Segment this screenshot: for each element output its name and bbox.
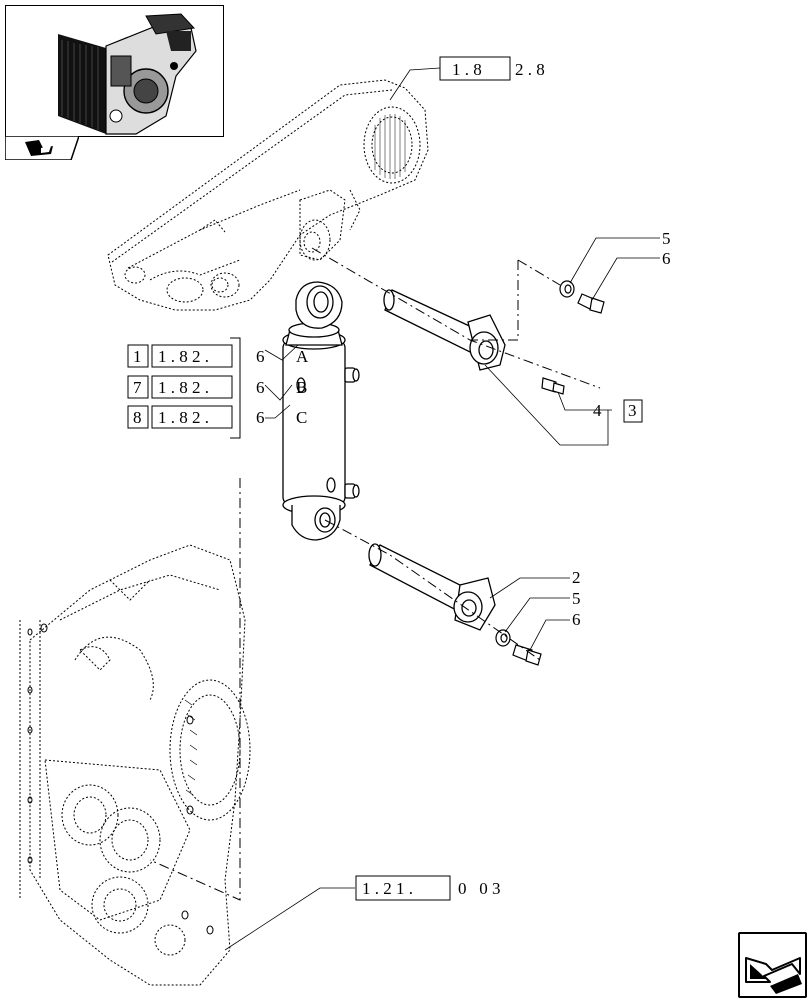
upper-washer [559, 280, 575, 298]
grease-fitting [541, 377, 565, 395]
thumbnail-tab[interactable] [4, 135, 81, 161]
variant-row-a[interactable]: 1 1 . 8 2 . 6 A [127, 344, 309, 368]
book-arrow-icon [4, 135, 81, 161]
bottom-ref-boxed: 1 . 2 1 . [362, 879, 413, 898]
variant-key: 8 [133, 408, 142, 427]
assembly-thumbnail [5, 5, 224, 137]
lower-pin [368, 543, 496, 631]
variant-letter: C [296, 408, 307, 427]
svg-text:3: 3 [628, 401, 637, 420]
callout-lower-bolt: 6 [572, 610, 581, 629]
callout-upper-bolt: 6 [662, 249, 671, 268]
variant-row-c[interactable]: 8 1 . 8 2 . 6 C [127, 405, 307, 429]
bottom-ref-rest: 0 0 3 [458, 879, 501, 898]
upper-bolt [577, 293, 605, 314]
variant-ref: 1 . 8 2 . [158, 378, 209, 397]
variant-suffix: 6 [256, 347, 265, 366]
variant-letter: A [296, 347, 309, 366]
rear-housing [19, 544, 251, 986]
lift-arm [107, 79, 429, 311]
variant-key: 7 [133, 378, 142, 397]
upper-axis-line [311, 247, 601, 389]
tractor-thumbnail-icon [58, 13, 197, 135]
top-ref-label[interactable]: 1 . 8 2 . 8 [439, 56, 545, 81]
lower-washer [495, 629, 511, 647]
top-ref-boxed: 1 . 8 [452, 60, 482, 79]
hydraulic-cylinder [282, 281, 360, 541]
top-ref-rest: 2 . 8 [515, 60, 545, 79]
previous-page-arrow-icon [745, 957, 802, 994]
variant-ref: 1 . 8 2 . [158, 408, 209, 427]
variant-suffix: 6 [256, 378, 265, 397]
lower-bolt [512, 644, 542, 666]
variant-letter: B [296, 378, 307, 397]
callout-fitting-boxed[interactable]: 3 [623, 399, 643, 423]
upper-pin [383, 289, 506, 371]
variant-suffix: 6 [256, 408, 265, 427]
callout-lower-pin: 2 [572, 568, 581, 587]
callout-fitting: 4 [593, 401, 602, 420]
variant-ref: 1 . 8 2 . [158, 347, 209, 366]
variant-row-b[interactable]: 7 1 . 8 2 . 6 B [127, 375, 307, 399]
variant-key: 1 [133, 347, 142, 366]
callout-upper-washer: 5 [662, 229, 671, 248]
previous-page-button[interactable] [738, 932, 807, 998]
bottom-ref-label[interactable]: 1 . 2 1 . 0 0 3 [355, 875, 501, 901]
callout-lower-washer: 5 [572, 589, 581, 608]
